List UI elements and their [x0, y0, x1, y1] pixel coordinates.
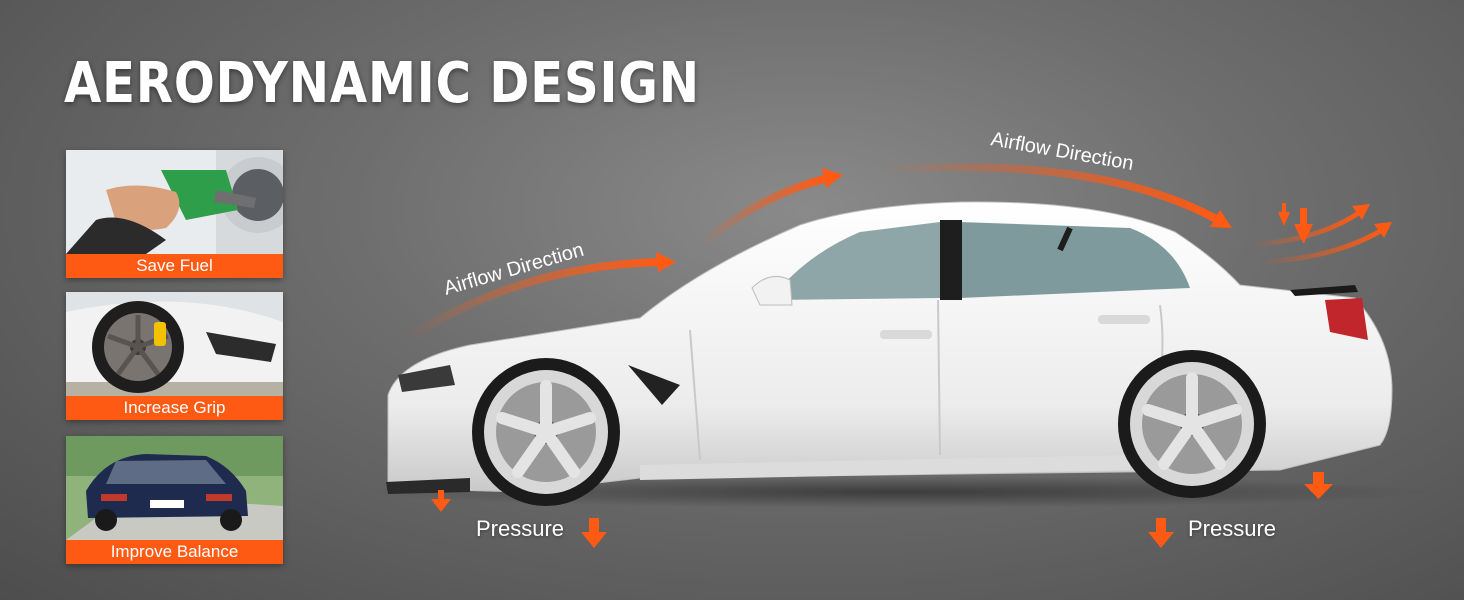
feature-label: Save Fuel: [66, 254, 283, 278]
rear-wheel: [1118, 350, 1266, 498]
pressure-arrow-front-left: [431, 490, 451, 512]
downforce-arrow-spoiler: [1294, 208, 1313, 244]
feature-card-save-fuel: Save Fuel: [66, 150, 283, 278]
downforce-arrow-small: [1278, 203, 1290, 226]
feature-label: Increase Grip: [66, 396, 283, 420]
front-wheel: [472, 358, 620, 506]
pressure-label-front: Pressure: [476, 516, 565, 541]
airflow-arrow-roof: [876, 163, 1232, 228]
feature-label: Improve Balance: [66, 540, 283, 564]
pressure-arrow-rear-left: [1148, 518, 1174, 548]
airflow-arrow-hood: [696, 168, 843, 249]
airflow-arrow-front: [401, 252, 676, 344]
pressure-arrow-rear-right: [1304, 472, 1333, 499]
feature-card-improve-balance: Improve Balance: [66, 436, 283, 564]
fuel-nozzle-icon: [66, 150, 283, 254]
wheel-icon: [66, 292, 283, 396]
car-rear-icon: [66, 436, 283, 540]
feature-card-increase-grip: Increase Grip: [66, 292, 283, 420]
airflow-arrow-tail-lower: [1259, 222, 1392, 265]
airflow-arrow-tail-upper: [1247, 204, 1370, 248]
page-title: AERODYNAMIC DESIGN: [64, 51, 700, 116]
pressure-arrow-front-right: [581, 518, 607, 548]
pressure-label-rear: Pressure: [1188, 516, 1277, 541]
